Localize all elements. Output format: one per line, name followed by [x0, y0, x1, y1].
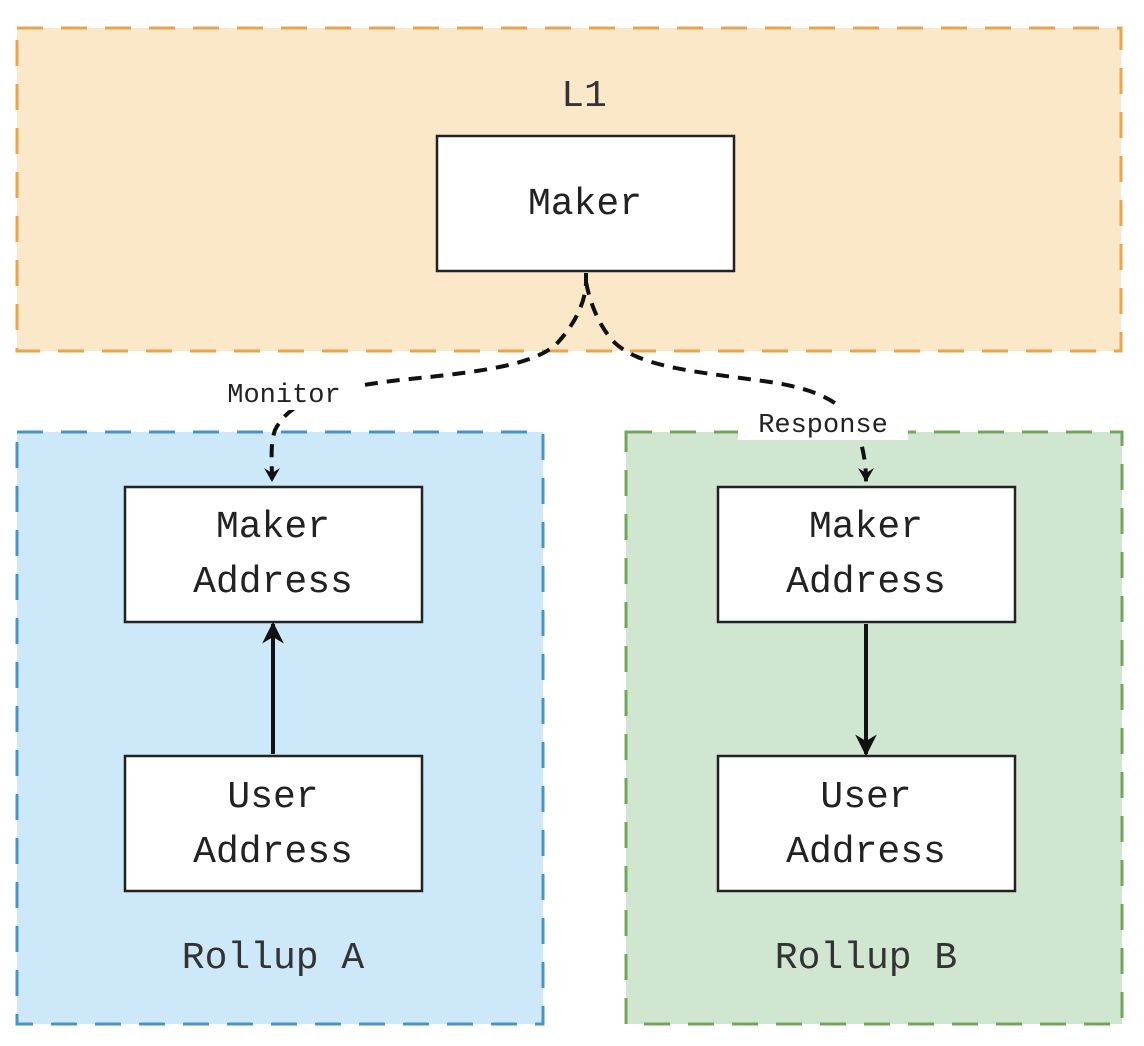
node-a-user-address-box [123, 754, 424, 893]
node-a-user-address-line2: Address [193, 831, 353, 874]
edge-response-label-bg [738, 406, 908, 440]
edge-monitor[interactable]: Monitor [208, 273, 588, 483]
node-b-user-address[interactable]: User Address [716, 754, 1017, 893]
node-a-maker-address-line1: Maker [216, 506, 330, 549]
node-maker-label: Maker [528, 183, 642, 226]
node-maker-box [435, 134, 736, 273]
node-b-user-address-line1: User [820, 776, 911, 819]
region-rollup-b-title: Rollup B [775, 937, 957, 980]
region-l1-title: L1 [561, 75, 607, 118]
node-b-maker-address[interactable]: Maker Address [716, 485, 1017, 624]
node-b-maker-address-line2: Address [786, 561, 946, 604]
node-a-user-address[interactable]: User Address [123, 754, 424, 893]
node-b-user-address-box [716, 754, 1017, 893]
node-a-maker-address[interactable]: Maker Address [123, 485, 424, 624]
edge-monitor-label-bg [208, 376, 360, 410]
node-b-maker-address-box [716, 485, 1017, 624]
node-a-user-address-line1: User [227, 776, 318, 819]
edge-monitor-line [263, 273, 588, 483]
node-maker[interactable]: Maker [435, 134, 736, 273]
node-a-maker-address-line2: Address [193, 561, 353, 604]
edge-response[interactable]: Response [584, 281, 908, 483]
edge-response-label: Response [758, 411, 888, 441]
node-b-user-address-line2: Address [786, 831, 946, 874]
edge-monitor-label: Monitor [227, 381, 340, 411]
node-b-maker-address-line1: Maker [809, 506, 923, 549]
region-rollup-a-title: Rollup A [182, 937, 365, 980]
node-a-maker-address-box [123, 485, 424, 624]
